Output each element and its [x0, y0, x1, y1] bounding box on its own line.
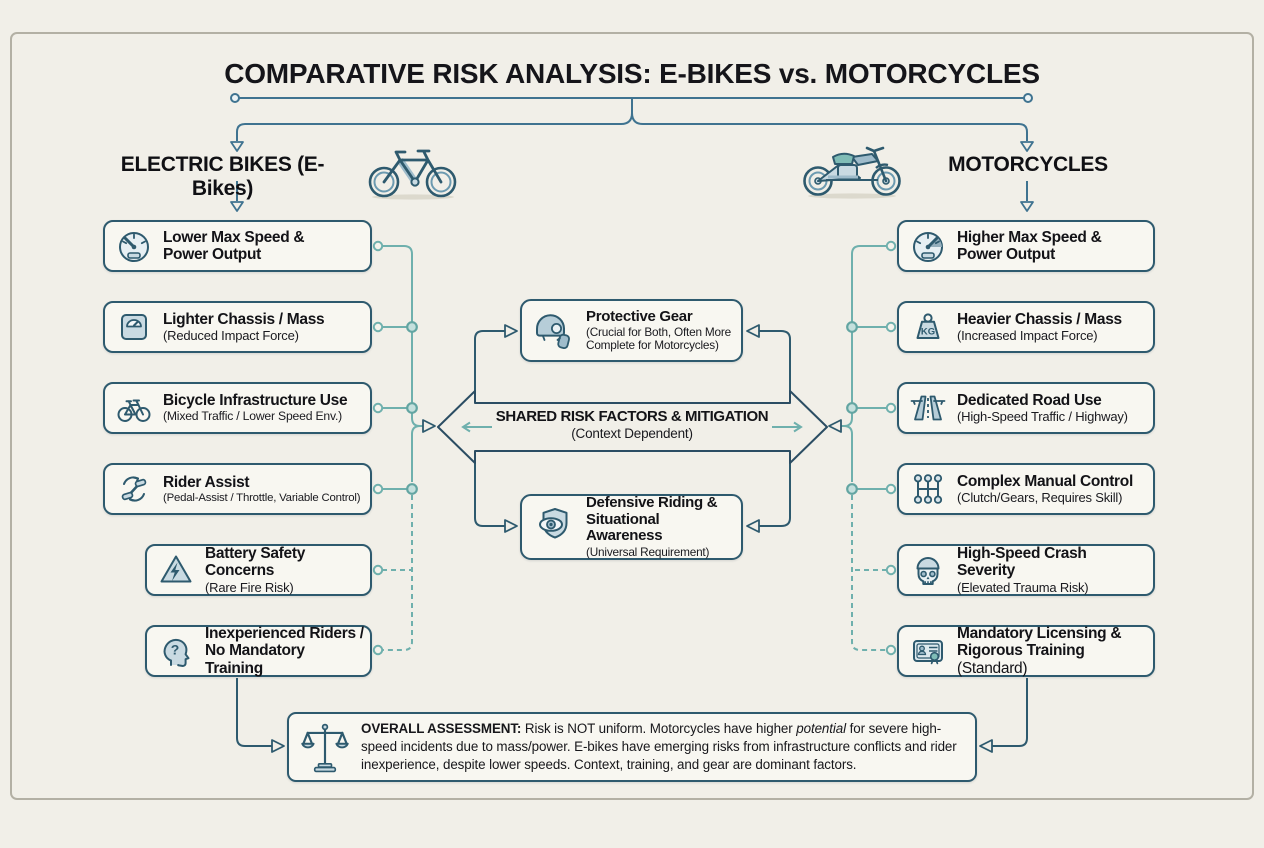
factor-box-inexperienced-riders: ? Inexperienced Riders / No Mandatory Tr… [145, 625, 372, 677]
eye-shield-icon [531, 505, 577, 549]
inexperienced-rider-icon: ? [156, 631, 196, 671]
assessment-text: OVERALL ASSESSMENT: Risk is NOT uniform.… [361, 721, 957, 772]
balance-scale-icon [301, 721, 349, 773]
factor-title: Dedicated Road Use [957, 391, 1102, 409]
factor-box-higher-max-speed: Higher Max Speed & Power Output [897, 220, 1155, 272]
right-column-header: MOTORCYCLES [948, 153, 1108, 176]
factor-box-crash-severity: High-Speed Crash Severity (Elevated Trau… [897, 544, 1155, 596]
factor-box-lighter-chassis: Lighter Chassis / Mass (Reduced Impact F… [103, 301, 372, 353]
factor-title: High-Speed Crash Severity [957, 545, 1087, 580]
factor-subtitle: (Increased Impact Force) [957, 328, 1098, 344]
factor-subtitle: (Reduced Impact Force) [163, 328, 299, 344]
factor-subtitle: (Mixed Traffic / Lower Speed Env.) [163, 409, 343, 424]
factor-title: Battery Safety Concerns [205, 545, 306, 580]
helmet-glove-icon [531, 309, 577, 353]
factor-subtitle: (Crucial for Both, Often More Complete f… [586, 325, 731, 353]
defensive-riding-box: Defensive Riding & Situational Awareness… [520, 494, 743, 560]
page-title: COMPARATIVE RISK ANALYSIS: E-BIKES vs. M… [224, 58, 1040, 89]
motorcycle-illustration [798, 134, 906, 207]
factor-subtitle: (Universal Requirement) [586, 545, 710, 560]
factor-title: Bicycle Infrastructure Use [163, 392, 348, 410]
bicycle-icon [114, 388, 154, 428]
factor-title: Heavier Chassis / Mass [957, 310, 1122, 328]
factor-box-heavier-chassis: KG Heavier Chassis / Mass (Increased Imp… [897, 301, 1155, 353]
factor-title: Complex Manual Control [957, 472, 1133, 490]
factor-box-complex-manual-control: Complex Manual Control (Clutch/Gears, Re… [897, 463, 1155, 515]
factor-title: Lower Max Speed & Power Output [163, 228, 305, 263]
highway-icon [908, 388, 948, 428]
factor-subtitle: (Clutch/Gears, Requires Skill) [957, 490, 1123, 506]
factor-box-mandatory-licensing: Mandatory Licensing & Rigorous Training … [897, 625, 1155, 677]
factor-subtitle: (Rare Fire Risk) [205, 579, 294, 595]
factor-box-battery-safety: Battery Safety Concerns (Rare Fire Risk) [145, 544, 372, 596]
gauge-low-icon [114, 226, 154, 266]
factor-title: Inexperienced Riders / No Mandatory Trai… [205, 624, 364, 677]
scale-icon [114, 307, 154, 347]
ebike-illustration [362, 136, 464, 207]
protective-gear-box: Protective Gear (Crucial for Both, Often… [520, 299, 743, 362]
shared-risk-subtitle: (Context Dependent) [571, 426, 693, 441]
overall-assessment-box: OVERALL ASSESSMENT: Risk is NOT uniform.… [287, 712, 977, 782]
factor-title: Higher Max Speed & Power Output [957, 228, 1102, 263]
factor-subtitle: (High-Speed Traffic / Highway) [957, 409, 1128, 425]
battery-warning-icon [156, 550, 196, 590]
pedal-assist-icon [114, 469, 154, 509]
outer-frame [10, 32, 1254, 800]
gauge-high-icon [908, 226, 948, 266]
gear-shifter-icon [908, 469, 948, 509]
skull-helmet-icon [908, 550, 948, 590]
left-column-header: ELECTRIC BIKES (E-Bikes) [120, 153, 325, 200]
assessment-label: OVERALL ASSESSMENT: [361, 721, 522, 737]
shared-risk-title: SHARED RISK FACTORS & MITIGATION [495, 408, 769, 425]
factor-box-lower-max-speed: Lower Max Speed & Power Output [103, 220, 372, 272]
factor-box-dedicated-road-use: Dedicated Road Use (High-Speed Traffic /… [897, 382, 1155, 434]
svg-text:?: ? [171, 642, 180, 658]
factor-title: Protective Gear [586, 307, 693, 325]
kg-weight-icon: KG [908, 307, 948, 347]
factor-subtitle: (Pedal-Assist / Throttle, Variable Contr… [163, 491, 361, 504]
factor-title: Mandatory Licensing & Rigorous Training … [957, 624, 1122, 677]
factor-subtitle: (Elevated Trauma Risk) [957, 579, 1089, 595]
shared-risk-label: SHARED RISK FACTORS & MITIGATION (Contex… [492, 408, 772, 441]
factor-title: Rider Assist [163, 473, 250, 491]
factor-title: Defensive Riding & Situational Awareness [586, 493, 718, 545]
svg-text:KG: KG [921, 327, 935, 338]
factor-title: Lighter Chassis / Mass [163, 310, 325, 328]
factor-box-rider-assist: Rider Assist (Pedal-Assist / Throttle, V… [103, 463, 372, 515]
license-icon [908, 631, 948, 671]
shared-risk-arrow-shape [437, 390, 828, 464]
factor-box-bicycle-infrastructure: Bicycle Infrastructure Use (Mixed Traffi… [103, 382, 372, 434]
